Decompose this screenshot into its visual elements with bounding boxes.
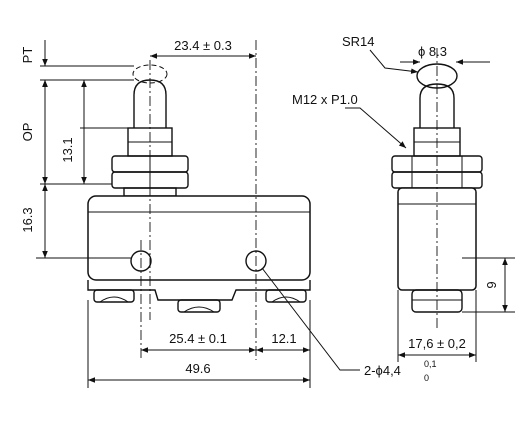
label-9: 9: [484, 281, 499, 288]
label-hole-tol-upper: 0,1: [424, 359, 437, 369]
label-49-6: 49.6: [185, 361, 210, 376]
switch-body: [87, 195, 311, 281]
side-dimensions: [345, 49, 515, 362]
label-13-1: 13.1: [60, 137, 75, 162]
label-thread: M12 x P1.0: [292, 92, 358, 107]
label-hole-spec: 2-ϕ4,4: [364, 363, 401, 378]
label-17-6: 17,6 ± 0,2: [408, 336, 466, 351]
label-23-4: 23.4 ± 0.3: [174, 38, 232, 53]
side-body: [397, 187, 477, 291]
front-dimensions: [36, 40, 360, 388]
label-hole-tol-lower: 0: [424, 373, 429, 383]
terminal-left: [93, 289, 135, 303]
front-view: [87, 40, 311, 360]
terminal-right: [265, 289, 307, 303]
label-12-1: 12.1: [271, 331, 296, 346]
label-sr14: SR14: [342, 34, 375, 49]
label-25-4: 25.4 ± 0.1: [169, 331, 227, 346]
label-16-3: 16.3: [20, 207, 35, 232]
label-pt: PT: [20, 47, 35, 64]
label-phi-8-3: ϕ 8.3: [418, 44, 447, 59]
label-op: OP: [20, 123, 35, 142]
dimension-labels: PT OP 13.1 16.3 23.4 ± 0.3 25.4 ± 0.1 12…: [20, 34, 499, 383]
side-view: [391, 48, 483, 330]
terminal-middle: [177, 299, 221, 313]
